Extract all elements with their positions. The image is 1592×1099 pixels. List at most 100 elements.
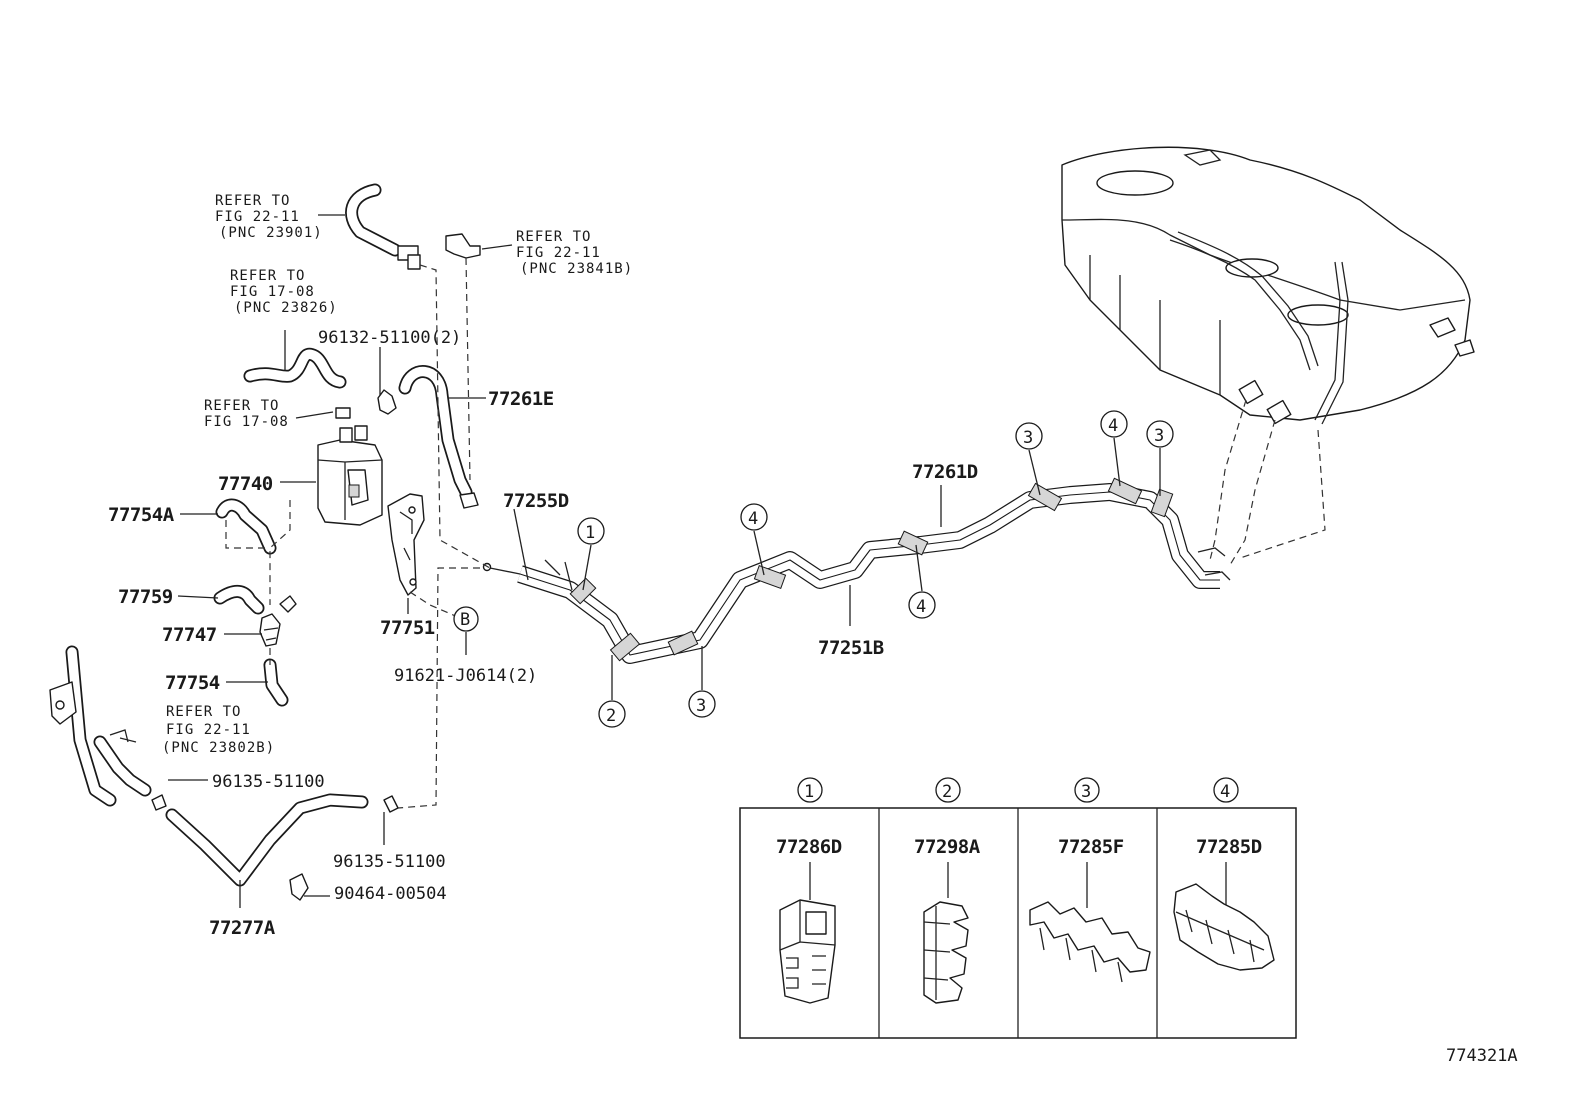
svg-text:4: 4 bbox=[1108, 416, 1118, 436]
fuel-connector-upper[interactable] bbox=[445, 233, 481, 259]
svg-text:FIG 22-11: FIG 22-11 bbox=[166, 722, 251, 738]
refer-note-fig-17-08-pnc-23826: REFER TO FIG 17-08 (PNC 23826) bbox=[230, 268, 338, 316]
tank-connection-leader bbox=[1209, 399, 1247, 561]
svg-text:4: 4 bbox=[748, 509, 758, 529]
valve-77747[interactable] bbox=[259, 595, 297, 647]
callout-B: B bbox=[453, 606, 479, 632]
fuel-tank[interactable] bbox=[1061, 146, 1475, 425]
svg-text:B: B bbox=[460, 610, 470, 630]
svg-text:3: 3 bbox=[696, 696, 706, 716]
leader-dashed bbox=[397, 567, 480, 809]
svg-text:FIG 17-08: FIG 17-08 bbox=[230, 284, 315, 300]
callout-1: 1 bbox=[577, 517, 605, 545]
vent-hose-upper[interactable] bbox=[345, 183, 421, 270]
label-91621-J0614: 91621-J0614(2) bbox=[394, 666, 537, 686]
inset-panel-1[interactable]: 1 77286D bbox=[776, 777, 842, 1004]
svg-text:4: 4 bbox=[1220, 782, 1230, 802]
inset-part-77298A: 77298A bbox=[914, 836, 981, 858]
fuel-line-bundle[interactable] bbox=[517, 483, 1220, 664]
svg-text:3: 3 bbox=[1154, 426, 1164, 446]
svg-text:FIG 17-08: FIG 17-08 bbox=[204, 414, 289, 430]
svg-text:2: 2 bbox=[606, 706, 616, 726]
label-77261D: 77261D bbox=[912, 461, 978, 483]
leader-dashed bbox=[409, 591, 461, 619]
svg-text:REFER TO: REFER TO bbox=[230, 268, 305, 284]
callout-2: 2 bbox=[598, 700, 626, 728]
callout-4: 4 bbox=[740, 503, 768, 531]
svg-text:3: 3 bbox=[1023, 428, 1033, 448]
hose-77261E[interactable] bbox=[398, 365, 479, 509]
svg-text:REFER TO: REFER TO bbox=[166, 704, 241, 720]
label-77754: 77754 bbox=[165, 672, 220, 694]
leader-dashed bbox=[465, 257, 471, 481]
refer-note-fig-22-11-pnc-23802b: REFER TO FIG 22-11 (PNC 23802B) bbox=[162, 704, 275, 756]
charcoal-canister-77740[interactable] bbox=[317, 425, 383, 526]
tank-connection-leader bbox=[1229, 419, 1276, 566]
svg-text:(PNC 23802B): (PNC 23802B) bbox=[162, 740, 275, 756]
callout-3: 3 bbox=[1146, 420, 1174, 448]
tank-connection-leader bbox=[1239, 429, 1326, 559]
inset-panel-2[interactable]: 2 77298A bbox=[914, 777, 981, 1004]
label-77251B: 77251B bbox=[818, 637, 884, 659]
label-77261E: 77261E bbox=[488, 388, 554, 410]
svg-text:4: 4 bbox=[916, 597, 926, 617]
label-77754A: 77754A bbox=[108, 504, 175, 526]
svg-text:REFER TO: REFER TO bbox=[215, 193, 290, 209]
fuel-hose-77277A[interactable] bbox=[165, 793, 369, 887]
svg-text:FIG 22-11: FIG 22-11 bbox=[516, 245, 601, 261]
diagram-id: 774321A bbox=[1446, 1046, 1518, 1066]
svg-text:FIG 22-11: FIG 22-11 bbox=[215, 209, 300, 225]
svg-text:REFER TO: REFER TO bbox=[516, 229, 591, 245]
label-77740: 77740 bbox=[218, 473, 273, 495]
line-clamps bbox=[569, 477, 1174, 662]
evap-hose-left[interactable] bbox=[243, 347, 347, 389]
label-96135-51100-lower: 96135-51100 bbox=[333, 852, 446, 872]
hose-clip-96135-left[interactable] bbox=[151, 794, 167, 811]
label-96135-51100-upper: 96135-51100 bbox=[212, 772, 325, 792]
inset-part-77285F: 77285F bbox=[1058, 836, 1124, 858]
callout-4: 4 bbox=[1100, 410, 1128, 438]
svg-text:1: 1 bbox=[585, 523, 595, 543]
label-96132-51100: 96132-51100(2) bbox=[318, 328, 461, 348]
inset-part-77285D: 77285D bbox=[1196, 836, 1262, 858]
inset-panel-3[interactable]: 3 77285F bbox=[1029, 777, 1151, 983]
evap-connector-small[interactable] bbox=[335, 407, 351, 419]
hose-77754A[interactable] bbox=[215, 498, 277, 555]
canister-bracket-77751[interactable] bbox=[387, 493, 425, 596]
clamp-90464[interactable] bbox=[289, 873, 309, 901]
svg-text:2: 2 bbox=[942, 782, 952, 802]
svg-text:(PNC 23841B): (PNC 23841B) bbox=[520, 261, 633, 277]
leader-lines bbox=[119, 214, 1161, 908]
label-90464-00504: 90464-00504 bbox=[334, 884, 447, 904]
hose-77754[interactable] bbox=[263, 658, 289, 707]
label-77751: 77751 bbox=[380, 617, 435, 639]
label-77747: 77747 bbox=[162, 624, 217, 646]
callout-4: 4 bbox=[908, 591, 936, 619]
leader-dashed bbox=[225, 520, 270, 549]
svg-text:REFER TO: REFER TO bbox=[204, 398, 279, 414]
hose-77759[interactable] bbox=[213, 585, 265, 615]
label-77759: 77759 bbox=[118, 586, 173, 608]
fuel-filler-pipe[interactable] bbox=[49, 645, 152, 807]
clamp-77285F-icon bbox=[1029, 901, 1151, 973]
inset-part-77286D: 77286D bbox=[776, 836, 842, 858]
hose-clip-96132[interactable] bbox=[377, 389, 397, 415]
clamp-77285D-icon bbox=[1173, 883, 1275, 971]
callout-3: 3 bbox=[1015, 422, 1043, 450]
svg-text:(PNC 23826): (PNC 23826) bbox=[234, 300, 338, 316]
svg-text:(PNC 23901): (PNC 23901) bbox=[219, 225, 323, 241]
label-77255D: 77255D bbox=[503, 490, 569, 512]
svg-text:3: 3 bbox=[1081, 782, 1091, 802]
inset-panel-4[interactable]: 4 77285D bbox=[1173, 777, 1275, 971]
leader-dashed bbox=[269, 500, 291, 605]
svg-text:1: 1 bbox=[804, 782, 814, 802]
callout-3: 3 bbox=[688, 690, 716, 718]
refer-note-fig-17-08: REFER TO FIG 17-08 bbox=[204, 398, 289, 430]
label-77277A: 77277A bbox=[209, 917, 276, 939]
refer-note-fig-22-11-pnc-23901: REFER TO FIG 22-11 (PNC 23901) bbox=[215, 193, 323, 241]
fuel-line-start-fitting bbox=[489, 559, 573, 591]
hose-clip-96135-right[interactable] bbox=[383, 795, 399, 813]
fuel-line-end-fitting bbox=[1197, 547, 1231, 581]
clamp-77298A-icon bbox=[923, 901, 969, 1004]
